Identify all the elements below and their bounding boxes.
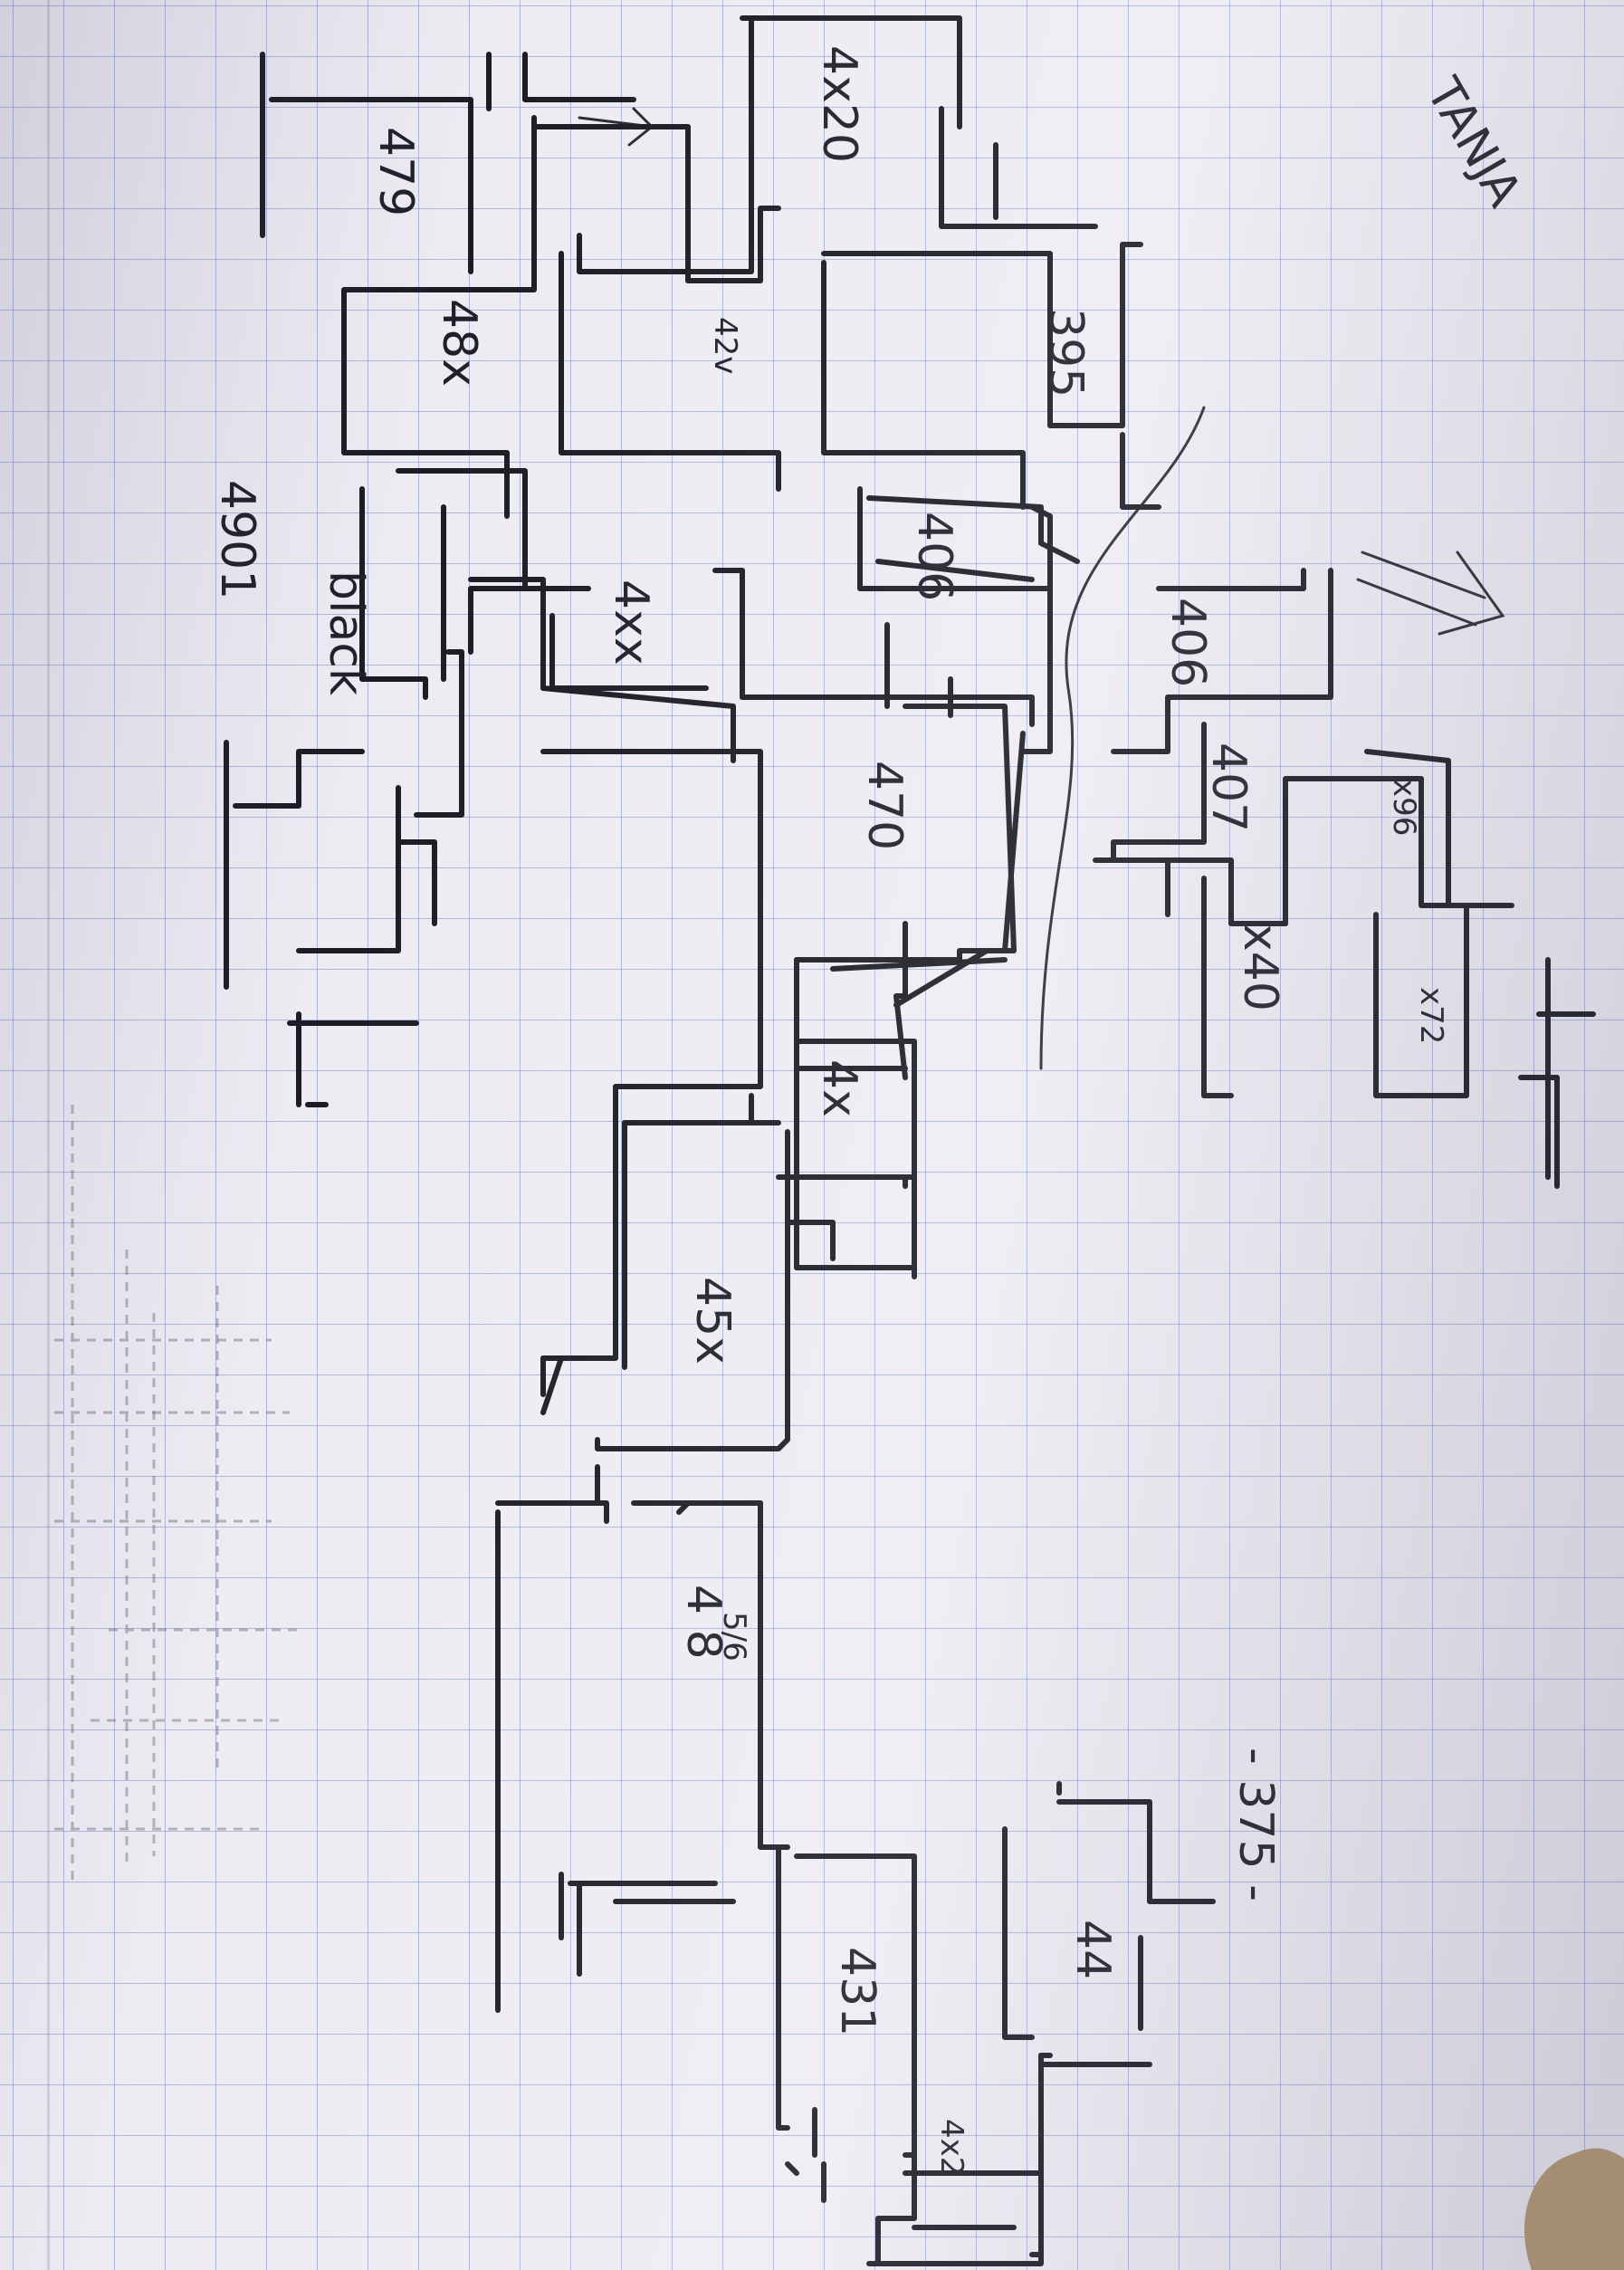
label-4x: 4x — [812, 1059, 866, 1117]
label-4xx: 4xx — [604, 579, 658, 666]
label-x72: x72 — [1413, 987, 1449, 1044]
label-431: 431 — [830, 1947, 884, 2036]
label-x40: x40 — [1233, 924, 1287, 1011]
label-375: - 375 - — [1228, 1748, 1283, 1901]
label-406-right: 406 — [1161, 598, 1215, 687]
label-470: 470 — [857, 761, 912, 850]
curve-line — [1039, 406, 1206, 1070]
rooms-left-middle — [224, 586, 763, 1397]
rooms-center — [468, 15, 1143, 1270]
label-4x2: 4x2 — [933, 2119, 970, 2176]
pencil-sketch — [54, 1105, 299, 1883]
rooms-center-lower — [794, 921, 1008, 1270]
label-48x: 48x — [432, 299, 486, 387]
label-4x20: 4x20 — [812, 45, 866, 163]
rooms-bottom — [495, 1500, 1216, 2266]
label-x96: x96 — [1386, 779, 1422, 836]
rooms-lower — [540, 1093, 917, 1524]
label-4901: 4901 — [210, 480, 264, 599]
rooms-upper-right — [1093, 432, 1596, 1189]
rooms-top-left — [260, 52, 781, 700]
title-label: TANJA — [1415, 69, 1532, 216]
title-tanja: TANJA — [1415, 69, 1532, 216]
label-44: 44 — [1065, 1920, 1120, 1979]
label-407: 407 — [1201, 742, 1256, 832]
label-395: 395 — [1038, 308, 1093, 397]
arrow-right — [1356, 551, 1505, 636]
label-479: 479 — [368, 127, 423, 216]
page-margin-line — [47, 0, 50, 2270]
label-black: black — [319, 570, 373, 695]
label-42v: 42v — [707, 317, 743, 374]
label-4-8: 4 8 — [676, 1585, 731, 1660]
label-5-6: 5/6 — [716, 1612, 752, 1662]
label-45x: 45x — [685, 1277, 740, 1365]
label-406-left: 406 — [907, 512, 961, 601]
